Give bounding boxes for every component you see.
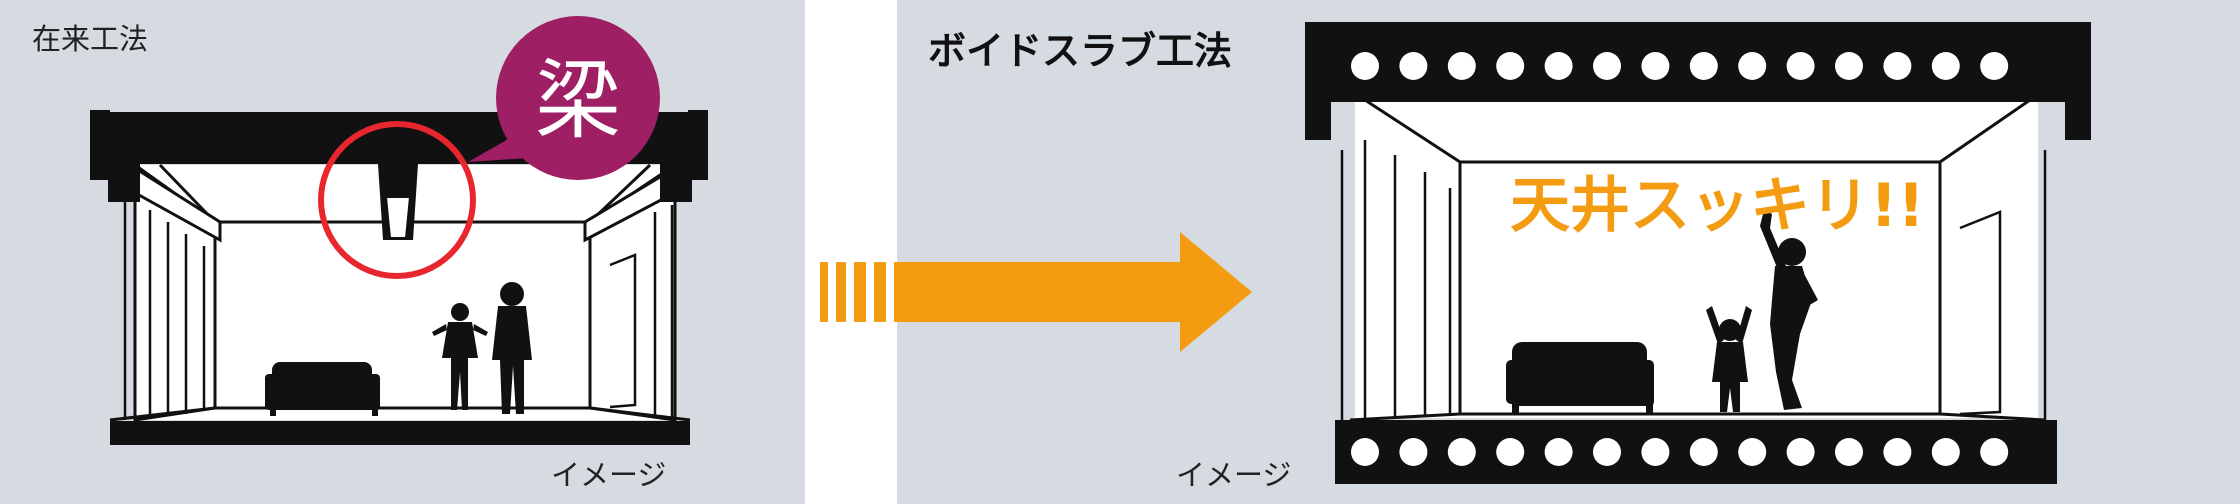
slab-void (1641, 52, 1670, 80)
slab-void (1931, 438, 1960, 466)
slab-void (1593, 52, 1621, 80)
slab-void (1399, 52, 1428, 80)
bottom-slab-voids (1351, 438, 2009, 466)
slab-void (1496, 438, 1525, 466)
void-slab-room: 天井スッキリ!! (1305, 22, 2091, 484)
right-wall-door (609, 205, 674, 420)
left-wall-windows (1340, 140, 1452, 420)
child-silhouette-icon (1706, 306, 1752, 412)
slab-void (1786, 52, 1815, 80)
slab-void (1738, 52, 1767, 80)
left-wall-windows (123, 200, 206, 420)
slab-void (1738, 438, 1767, 466)
sofa-icon (265, 362, 380, 416)
ceiling-callout: 天井スッキリ!! (1510, 171, 1925, 241)
right-wall-door (1959, 150, 2047, 420)
image-caption-left: イメージ (551, 458, 667, 492)
slab-void (1835, 52, 1863, 80)
slab-void (1351, 52, 1379, 80)
conventional-method-title: 在来工法 (32, 22, 149, 56)
highlight-ring-icon (318, 121, 476, 279)
slab-void (1883, 438, 1912, 466)
child-silhouette-icon (432, 303, 488, 410)
floor-slab (110, 421, 690, 445)
person-silhouette-icon (492, 282, 532, 414)
slab-void (1883, 52, 1912, 80)
void-slab-method-title: ボイドスラブ工法 (928, 29, 1233, 73)
slab-void (1931, 52, 1960, 80)
conventional-room: 梁 (90, 16, 708, 445)
slab-void (1593, 438, 1621, 466)
slab-void (1980, 438, 2009, 466)
slab-void (1351, 438, 1379, 466)
slab-void (1544, 52, 1573, 80)
arrow-right-icon (820, 232, 1252, 352)
slab-void (1835, 438, 1863, 466)
sofa-icon (1506, 342, 1654, 414)
slab-void (1786, 438, 1815, 466)
top-slab-voids (1351, 52, 2009, 80)
beam-badge-icon: 梁 (468, 16, 660, 180)
image-caption-right: イメージ (1176, 458, 1292, 492)
slab-void (1496, 52, 1525, 80)
beam-badge-label: 梁 (535, 51, 621, 151)
slab-void (1689, 438, 1718, 466)
person-silhouette-icon (1760, 210, 1818, 410)
slab-void (1980, 52, 2009, 80)
slab-void (1689, 52, 1718, 80)
slab-void (1399, 438, 1428, 466)
slab-void (1544, 438, 1573, 466)
slab-void (1447, 438, 1476, 466)
slab-void (1641, 438, 1670, 466)
slab-void (1447, 52, 1476, 80)
